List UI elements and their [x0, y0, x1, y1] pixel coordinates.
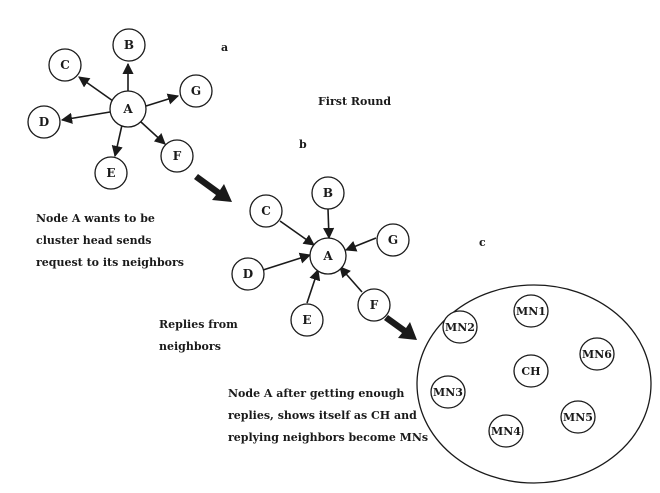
caption-a-line-1: Node A wants to be	[36, 212, 155, 225]
node-mn5-label: MN5	[563, 411, 593, 424]
node-a-center-label: A	[122, 102, 133, 116]
edge-b-to-a	[323, 208, 335, 240]
node-b-e-label: E	[302, 313, 311, 327]
node-b-f-label: F	[370, 298, 379, 312]
transition-arrow-a-b	[194, 174, 232, 202]
node-a-e-label: E	[106, 166, 115, 180]
node-b-d	[231, 257, 265, 291]
node-a-f	[160, 139, 194, 173]
node-ch-label: CH	[521, 365, 540, 378]
edge-a-to-f	[140, 121, 166, 145]
caption-a-line-3: request to its neighbors	[36, 256, 184, 269]
node-mn2-label: MN2	[445, 321, 475, 334]
edge-a-to-c	[78, 76, 114, 102]
node-b-c	[249, 194, 283, 228]
node-a-g-label: G	[191, 84, 201, 98]
edge-f-to-a	[339, 266, 363, 293]
node-mn1-label: MN1	[516, 305, 546, 318]
node-a-c	[48, 48, 82, 82]
edge-a-to-g	[145, 93, 180, 107]
caption-b-line-1: Replies from	[159, 318, 238, 331]
panel-label-b: b	[299, 138, 307, 151]
node-b-g-label: G	[388, 233, 398, 247]
node-a-e	[94, 156, 128, 190]
caption-b-line-2: neighbors	[159, 340, 221, 353]
node-a-b-label: B	[124, 38, 134, 52]
node-b-b-label: B	[323, 186, 333, 200]
node-mn4	[488, 414, 524, 448]
node-a-d-label: D	[39, 115, 49, 129]
caption-a-line-2: cluster head sends	[36, 234, 152, 247]
edge-a-to-d	[60, 111, 111, 124]
node-b-center-label: A	[322, 249, 333, 263]
node-mn6	[579, 337, 615, 371]
node-mn1	[513, 294, 549, 328]
node-a-g	[179, 74, 213, 108]
node-b-c-label: C	[261, 204, 271, 218]
edge-a-to-e	[111, 124, 123, 158]
node-ch	[513, 354, 549, 388]
node-b-e	[290, 303, 324, 337]
panel-a-graph: A B C D E F G	[27, 28, 213, 190]
node-a-f-label: F	[173, 149, 182, 163]
node-a-d	[27, 105, 61, 139]
caption-panel-c: Node A after getting enough replies, sho…	[228, 383, 428, 449]
caption-panel-a: Node A wants to be cluster head sends re…	[36, 208, 184, 274]
transition-arrow-b-c	[384, 315, 417, 340]
caption-panel-b: Replies from neighbors	[159, 314, 238, 358]
node-mn5	[560, 400, 596, 434]
edge-d-to-a	[262, 252, 312, 271]
edge-c-to-a	[279, 220, 315, 246]
node-mn6-label: MN6	[582, 348, 612, 361]
panel-c-cluster: MN1 MN2 MN3 MN4 MN5 MN6 CH	[416, 284, 652, 484]
node-b-d-label: D	[243, 267, 253, 281]
panel-b-graph: A B C D E F G	[231, 176, 410, 337]
node-b-f	[357, 288, 391, 322]
panel-label-c: c	[479, 236, 486, 249]
node-b-b	[311, 176, 345, 210]
node-mn3	[430, 375, 466, 409]
caption-c-line-1: Node A after getting enough	[228, 387, 405, 400]
node-a-c-label: C	[60, 58, 70, 72]
node-a-b	[112, 28, 146, 62]
caption-c-line-3: replying neighbors become MNs	[228, 431, 429, 444]
edge-e-to-a	[306, 268, 321, 304]
caption-c-line-2: replies, shows itself as CH and	[228, 409, 417, 422]
panel-label-a: a	[221, 41, 229, 54]
round-title: First Round	[318, 95, 392, 108]
node-mn3-label: MN3	[433, 386, 463, 399]
node-b-center	[309, 237, 347, 275]
edge-g-to-a	[344, 237, 377, 252]
node-b-g	[376, 223, 410, 257]
node-mn2	[442, 310, 478, 344]
node-mn4-label: MN4	[491, 425, 521, 438]
node-a-center	[109, 90, 147, 128]
